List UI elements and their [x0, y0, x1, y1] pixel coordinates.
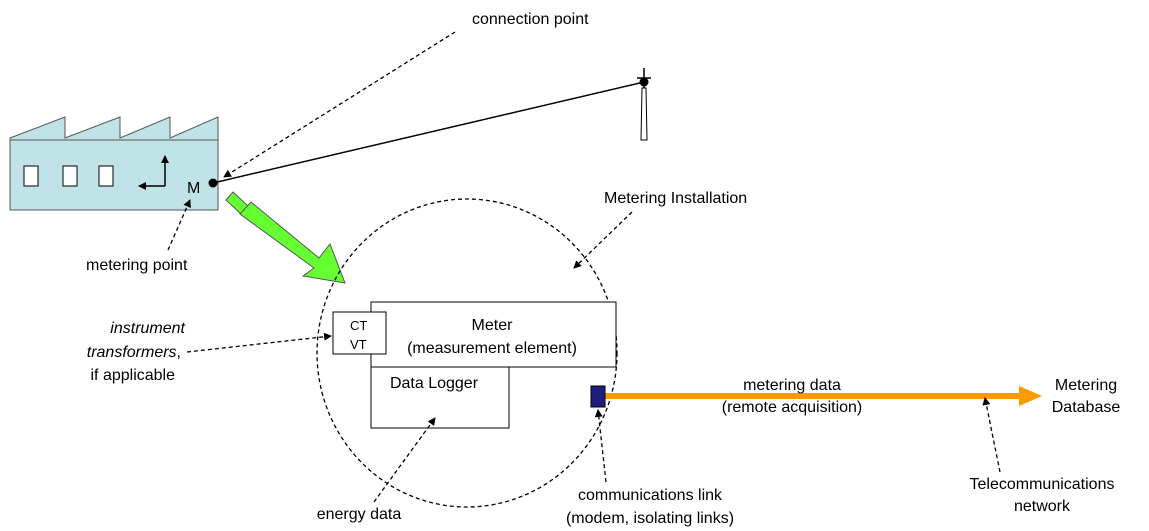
metering-database-sublabel: Database — [1052, 399, 1121, 416]
factory-window-1 — [23, 165, 39, 187]
wind-turbine-icon — [637, 68, 651, 141]
instrument-transformers-leader — [186, 332, 332, 353]
data-logger-box — [370, 366, 510, 429]
metering-installation-label: Metering Installation — [604, 190, 747, 207]
comms-link-leader — [594, 409, 607, 483]
comms-link-label: communications link — [578, 487, 723, 504]
metering-point-label: metering point — [86, 257, 188, 274]
instrument-transformers-label-2: transformers, — [87, 344, 181, 361]
meter-label: Meter — [472, 317, 514, 334]
metering-installation-boundary — [316, 198, 618, 508]
meter-sublabel: (measurement element) — [407, 340, 577, 357]
connection-point-label: connection point — [472, 11, 589, 28]
modem-icon — [590, 385, 606, 408]
metering-point-leader — [167, 199, 191, 251]
energy-data-leader — [373, 417, 436, 503]
metering-data-sublabel: (remote acquisition) — [722, 399, 863, 416]
comms-link-sublabel: (modem, isolating links) — [566, 510, 734, 527]
metering-data-label: metering data — [743, 377, 841, 394]
telecom-network-label: Telecommunications — [970, 476, 1115, 493]
factory-window-3 — [98, 165, 114, 187]
connection-point-dot — [208, 178, 218, 188]
instrument-transformers-label-3: if applicable — [91, 367, 176, 384]
metering-installation-leader — [573, 211, 633, 269]
vt-label: VT — [350, 337, 367, 352]
metering-database-label: Metering — [1055, 377, 1117, 394]
connection-point-leader — [223, 31, 456, 178]
power-line — [212, 81, 645, 184]
meter-symbol-label: M — [187, 180, 200, 197]
factory-icon: M — [9, 116, 219, 211]
ct-label: CT — [350, 318, 367, 333]
data-logger-label: Data Logger — [390, 375, 479, 392]
metering-data-arrowhead — [1019, 386, 1042, 406]
green-arrow-icon — [225, 191, 346, 284]
meter-box — [370, 301, 617, 368]
ct-vt-box — [332, 311, 387, 355]
telecom-network-sublabel: network — [1014, 498, 1071, 515]
factory-window-2 — [62, 165, 78, 187]
instrument-transformers-label-1: instrument — [110, 320, 185, 337]
telecom-network-leader — [982, 397, 1001, 473]
energy-data-label: energy data — [317, 506, 402, 523]
